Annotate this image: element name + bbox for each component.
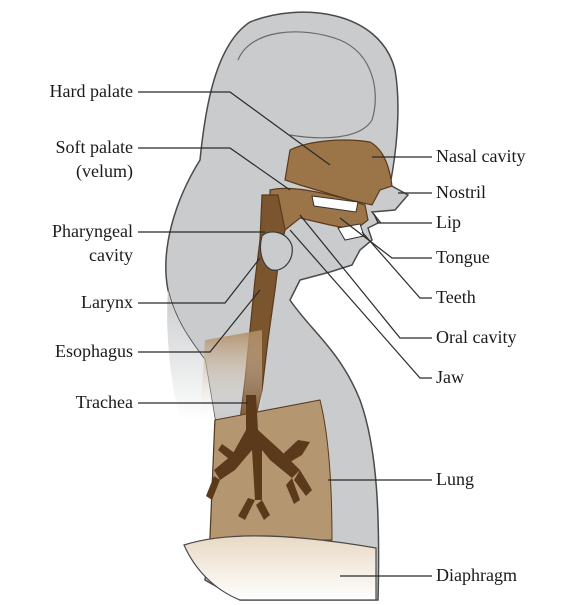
label-hard-palate: Hard palate <box>50 80 133 102</box>
label-diaphragm: Diaphragm <box>436 564 517 586</box>
label-nasal-cavity: Nasal cavity <box>436 145 525 167</box>
label-trachea: Trachea <box>76 391 133 413</box>
label-pharyngeal: Pharyngeal <box>52 220 133 242</box>
leader-teeth <box>362 232 432 298</box>
label-soft-palate: Soft palate <box>56 136 133 158</box>
label-velum: (velum) <box>76 160 133 182</box>
label-nostril: Nostril <box>436 181 486 203</box>
label-larynx: Larynx <box>81 291 133 313</box>
label-lip: Lip <box>436 211 461 233</box>
label-teeth: Teeth <box>436 286 476 308</box>
label-tongue: Tongue <box>436 246 490 268</box>
leader-lip <box>374 214 432 223</box>
diaphragm-shape <box>184 536 376 600</box>
label-esophagus: Esophagus <box>55 340 133 362</box>
label-oral-cavity: Oral cavity <box>436 326 516 348</box>
larynx-shape <box>260 232 292 270</box>
label-jaw: Jaw <box>436 366 464 388</box>
label-pharyngeal-cavity: cavity <box>89 244 133 266</box>
label-lung: Lung <box>436 468 474 490</box>
